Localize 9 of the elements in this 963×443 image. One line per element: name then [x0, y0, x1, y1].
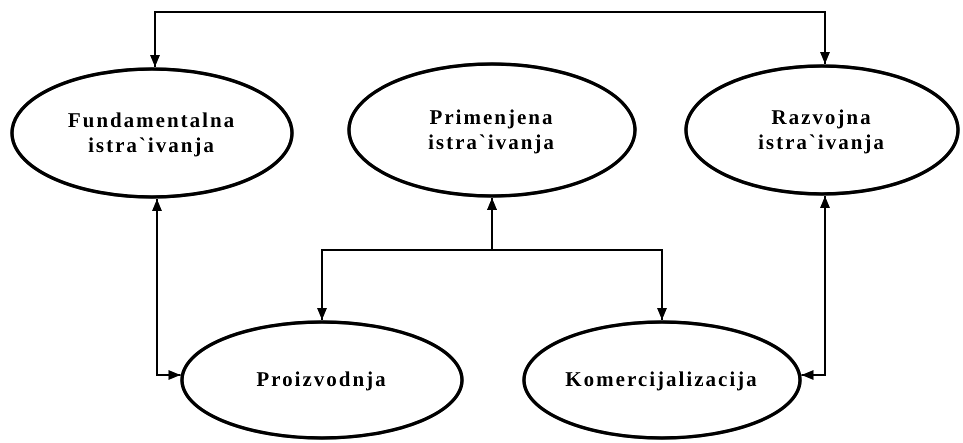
- node-label: Fundamentalna istra`ivanja: [66, 108, 238, 158]
- connector-arrow: [152, 198, 180, 380]
- connector-arrow: [802, 196, 830, 380]
- node-label: Primenjena istra`ivanja: [427, 104, 557, 156]
- connector-arrow: [487, 198, 667, 320]
- connector-arrow: [150, 11, 830, 68]
- node-label: Komercijalizacija: [564, 367, 760, 393]
- node-label: Razvojna istra`ivanja: [757, 104, 887, 156]
- node-label: Proizvodnja: [255, 367, 389, 393]
